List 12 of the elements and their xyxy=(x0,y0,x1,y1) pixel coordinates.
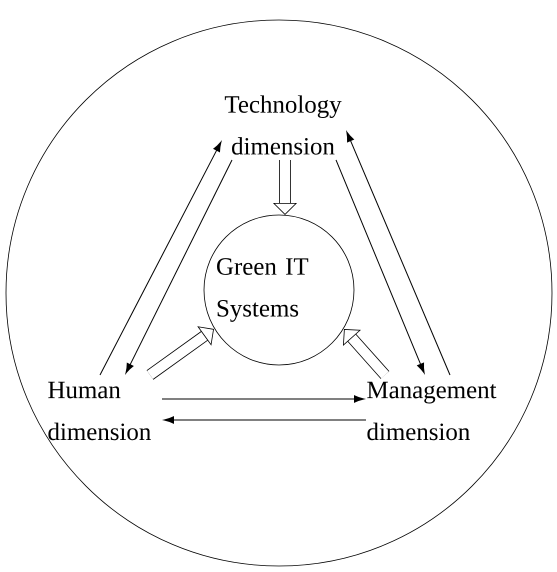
dimension-label: Human dimension xyxy=(48,382,151,440)
arrow xyxy=(162,395,364,403)
hollow-arrow xyxy=(342,329,390,379)
dimension-label: Technology dimension xyxy=(224,95,342,155)
arrow xyxy=(100,142,222,376)
dimension-label: Management dimension xyxy=(367,382,496,440)
hollow-arrow xyxy=(146,326,214,380)
arrow xyxy=(346,132,450,376)
arrow xyxy=(336,160,425,374)
arrow xyxy=(164,416,366,424)
outer-circle xyxy=(6,20,552,566)
arrow xyxy=(126,160,232,374)
